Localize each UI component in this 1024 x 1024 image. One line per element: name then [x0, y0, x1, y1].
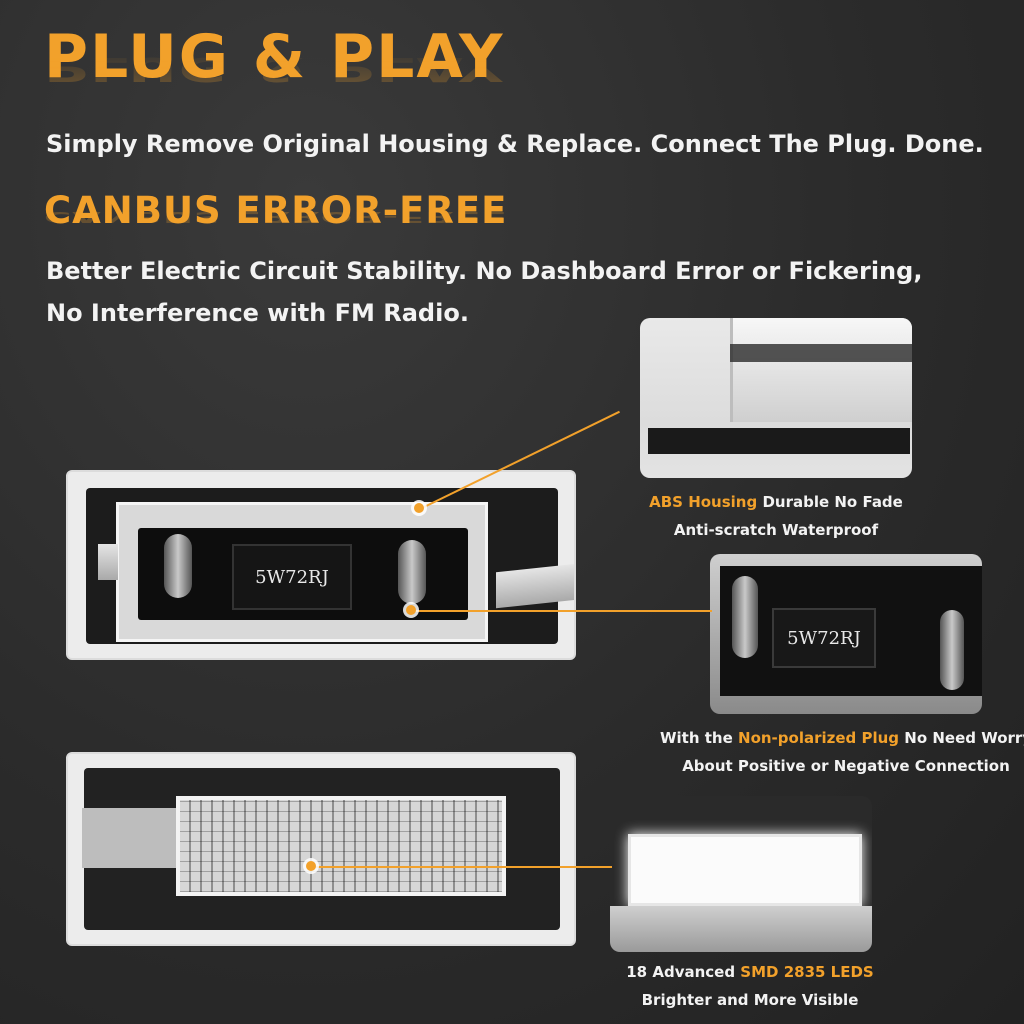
plug-callout-line: [412, 610, 712, 612]
closeup-resistor-marking: 5W72RJ: [787, 627, 861, 649]
plug-caption-prefix: With the: [660, 729, 739, 747]
lens-rim: [610, 906, 872, 952]
led-caption-line2: Brighter and More Visible: [641, 991, 859, 1009]
housing-caption-line2: Anti-scratch Waterproof: [673, 521, 879, 539]
capacitor-left: [164, 534, 192, 598]
led-callout-line: [312, 866, 612, 868]
plug-closeup: 5W72RJ: [710, 554, 982, 714]
left-clip: [98, 544, 118, 580]
housing-caption: ABS Housing Durable No Fade Anti-scratch…: [640, 488, 912, 544]
led-caption-prefix: 18 Advanced: [626, 963, 741, 981]
led-callout-dot: [306, 861, 316, 871]
plug-caption: With the Non-polarized Plug No Need Worr…: [660, 724, 1024, 780]
canbus-title: CANBUS ERROR-FREE: [44, 189, 508, 232]
housing-callout-dot: [414, 503, 424, 513]
plug-caption-line2: About Positive or Negative Connection: [682, 757, 1010, 775]
spring-clip: [496, 563, 574, 609]
load-resistor: 5W72RJ: [232, 544, 352, 610]
canbus-title-reflection: CANBUS ERROR-FREE: [44, 208, 508, 226]
title-reflection: PLUG & PLAY: [44, 49, 505, 89]
led-lens-panel: [176, 796, 506, 896]
housing-caption-highlight: ABS Housing: [649, 493, 758, 511]
led-caption: 18 Advanced SMD 2835 LEDS Brighter and M…: [600, 958, 900, 1014]
front-clip: [82, 808, 186, 868]
capacitor-right: [398, 540, 426, 604]
lit-leds: [628, 834, 862, 906]
plug-callout-dot: [406, 605, 416, 615]
housing-caption-rest: Durable No Fade: [757, 493, 903, 511]
abs-housing-closeup: [640, 318, 912, 478]
closeup-resistor: 5W72RJ: [772, 608, 876, 668]
housing-top-strip: [730, 344, 912, 362]
plug-and-play-title: PLUG & PLAY: [44, 22, 505, 92]
led-closeup: [610, 796, 872, 952]
plug-caption-highlight: Non-polarized Plug: [738, 729, 900, 747]
license-light-back-view: 5W72RJ: [66, 470, 576, 660]
canbus-subtitle: Better Electric Circuit Stability. No Da…: [46, 257, 923, 327]
clear-housing: [730, 318, 912, 422]
plug-caption-rest: No Need Worry: [899, 729, 1024, 747]
closeup-capacitor-right: [940, 610, 964, 690]
closeup-capacitor-left: [732, 576, 758, 658]
led-caption-highlight: SMD 2835 LEDS: [740, 963, 874, 981]
resistor-marking: 5W72RJ: [255, 566, 329, 588]
black-base-strip: [648, 428, 910, 454]
plug-and-play-subtitle: Simply Remove Original Housing & Replace…: [46, 130, 984, 158]
